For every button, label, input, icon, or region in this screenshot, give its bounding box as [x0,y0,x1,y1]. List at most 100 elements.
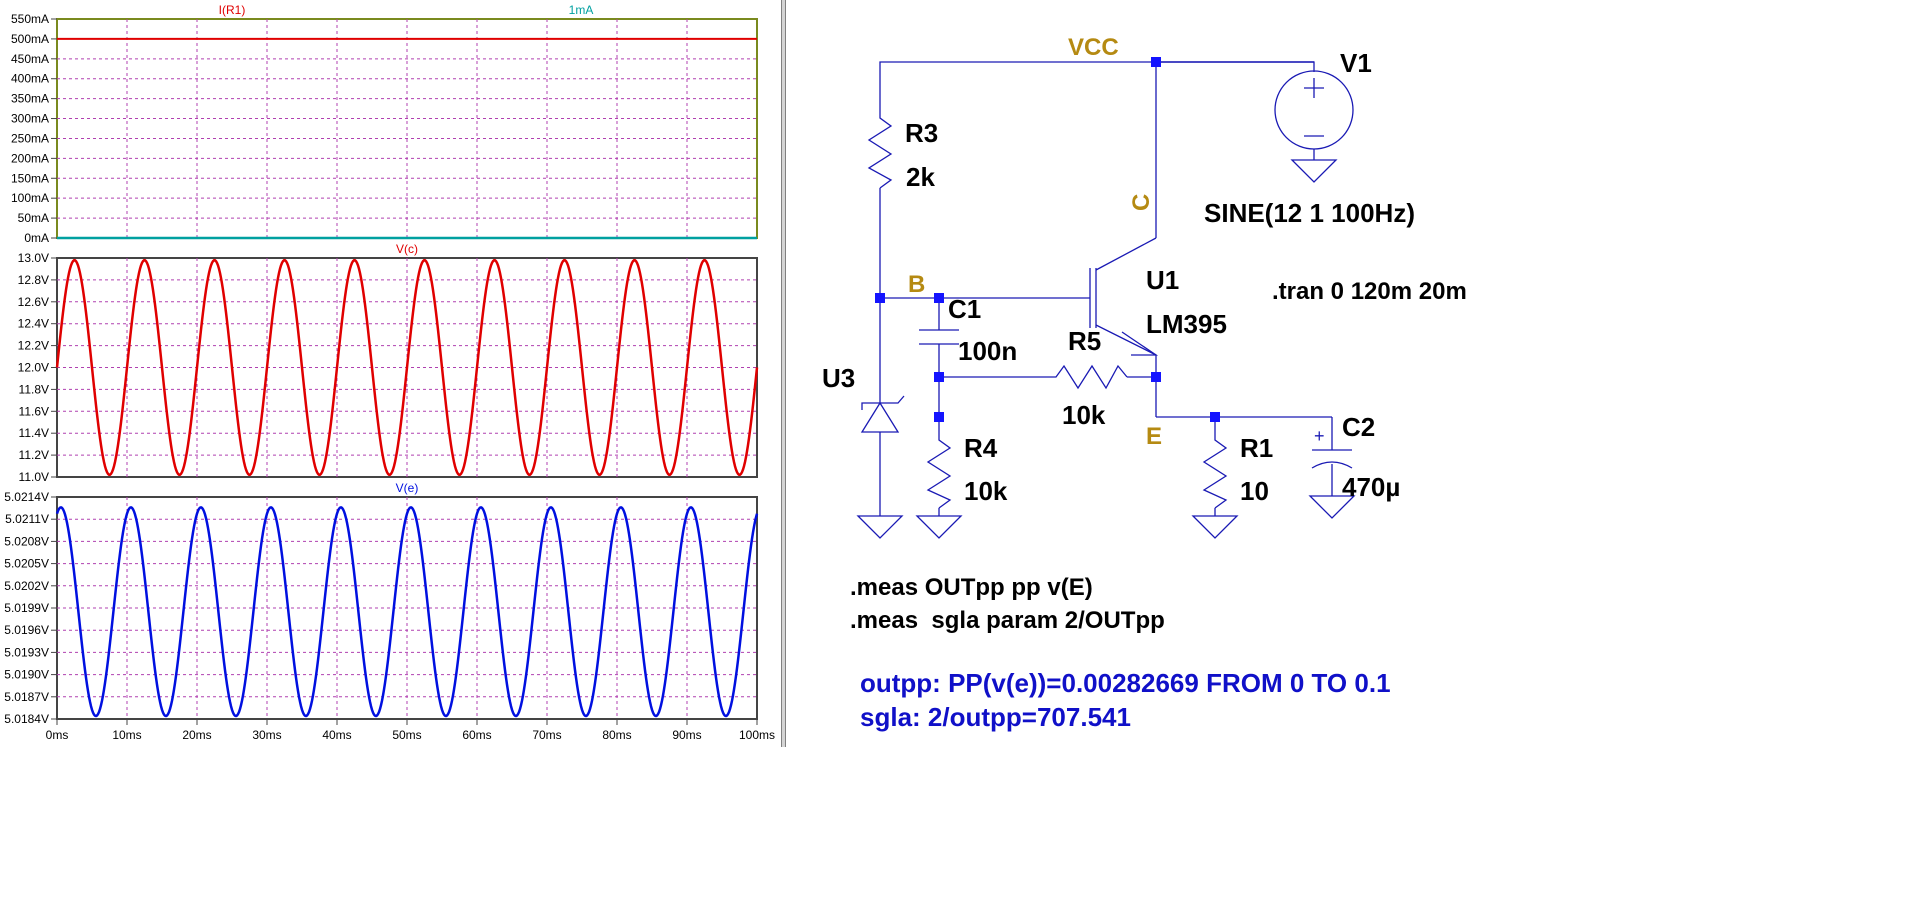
u1-transistor-symbol[interactable] [1089,268,1159,356]
y-tick-label: 12.2V [18,339,49,353]
node-label-e[interactable]: E [1146,423,1162,450]
y-tick-label: 5.0214V [4,490,49,504]
y-tick-label: 0mA [24,231,49,245]
trace-vc [55,259,759,476]
y-tick-label: 11.0V [19,470,49,484]
waveform-plots: 0mA50mA100mA150mA200mA250mA300mA350mA400… [4,3,775,742]
meas-sgla-directive[interactable]: .meas sgla param 2/OUTpp [850,607,1165,634]
node-label-vcc[interactable]: VCC [1068,34,1119,61]
meas-outpp-directive[interactable]: .meas OUTpp pp v(E) [850,574,1093,601]
grid-ve [57,497,757,719]
grid-vc [57,258,757,477]
r3-value[interactable]: 2k [906,162,935,192]
y-tick-label: 11.8V [19,382,49,396]
trace-label-vc[interactable]: V(c) [396,242,418,256]
x-tick-label: 60ms [462,728,491,742]
y-tick-label: 11.2V [19,448,49,462]
r4-name[interactable]: R4 [964,433,998,463]
y-tick-label: 450mA [11,52,49,66]
y-tick-label: 12.0V [18,361,49,375]
plot-pane-ve[interactable]: 5.0184V5.0187V5.0190V5.0193V5.0196V5.019… [4,481,759,726]
y-tick-label: 50mA [18,211,49,225]
u1-value[interactable]: LM395 [1146,309,1227,339]
result-sgla: sgla: 2/outpp=707.541 [860,702,1131,732]
y-tick-label: 5.0187V [4,690,49,704]
y-tick-label: 550mA [11,12,49,26]
y-tick-label: 5.0208V [4,534,49,548]
y-tick-label: 5.0205V [4,557,49,571]
y-tick-label: 500mA [11,32,49,46]
r4-symbol[interactable] [926,432,952,509]
c1-symbol[interactable] [919,329,959,345]
u3-name[interactable]: U3 [822,363,855,393]
y-tick-label: 150mA [11,171,49,185]
c2-plus-mark: + [1314,426,1325,446]
y-tick-label: 12.6V [18,295,49,309]
x-tick-label: 80ms [602,728,631,742]
c1-name[interactable]: C1 [948,294,981,324]
r5-symbol[interactable] [1048,364,1128,390]
ground-c2-icon [1308,495,1356,519]
plot-pane-current[interactable]: 0mA50mA100mA150mA200mA250mA300mA350mA400… [11,3,758,245]
y-ticks-vc: 11.0V 11.2V 11.4V 11.6V 11.8V 12.0V 12.2V 12.4V… [18,251,57,484]
ground-r1-icon [1191,515,1239,539]
y-ticks-current: 0mA50mA100mA150mA200mA250mA300mA350mA400… [11,12,57,245]
y-tick-label: 12.4V [18,317,49,331]
schematic-editor[interactable]: + VCC B E C V1 SI [786,0,1568,747]
u1-name[interactable]: U1 [1146,265,1179,295]
y-tick-label: 11.6V [19,404,49,418]
r3-symbol[interactable] [867,110,893,189]
trace-label-i-r1[interactable]: I(R1) [219,3,246,17]
x-tick-label: 30ms [252,728,281,742]
trace-label-1ma[interactable]: 1mA [569,3,594,17]
x-tick-label: 100ms [739,728,775,742]
grid-current [57,19,757,238]
c2-value[interactable]: 470µ [1342,472,1400,502]
ground-symbols [856,159,1356,539]
v1-value[interactable]: SINE(12 1 100Hz) [1204,198,1415,228]
ground-u3-icon [856,515,904,539]
y-tick-label: 12.8V [18,273,49,287]
y-tick-label: 350mA [11,92,49,106]
r3-name[interactable]: R3 [905,118,938,148]
y-tick-label: 5.0193V [4,645,49,659]
x-tick-label: 0ms [46,728,69,742]
x-tick-label: 10ms [112,728,141,742]
c2-symbol[interactable]: + [1311,426,1353,469]
pane-splitter[interactable] [781,0,786,747]
node-label-c[interactable]: C [1128,194,1155,211]
r5-name[interactable]: R5 [1068,326,1101,356]
c1-value[interactable]: 100n [958,336,1017,366]
y-tick-label: 250mA [11,131,49,145]
plot-pane-vc[interactable]: 11.0V 11.2V 11.4V 11.6V 11.8V 12.0V 12.2V 12.4V… [18,242,759,484]
y-tick-label: 200mA [11,151,49,165]
y-tick-label: 300mA [11,112,49,126]
x-tick-label: 40ms [322,728,351,742]
ground-r4-icon [915,515,963,539]
r5-value[interactable]: 10k [1062,400,1106,430]
y-tick-label: 5.0202V [4,579,49,593]
y-tick-label: 100mA [11,191,49,205]
r1-value[interactable]: 10 [1240,476,1269,506]
x-tick-label: 70ms [532,728,561,742]
v1-source-symbol[interactable] [1274,70,1354,160]
ground-v1-icon [1290,159,1338,183]
u3-zener-symbol[interactable] [860,395,905,433]
y-tick-label: 5.0184V [4,712,49,726]
x-tick-label: 20ms [182,728,211,742]
v1-name[interactable]: V1 [1340,48,1372,78]
trace-label-ve[interactable]: V(e) [396,481,419,495]
y-tick-label: 11.4V [19,426,49,440]
y-ticks-ve: 5.0184V5.0187V5.0190V5.0193V5.0196V5.019… [4,490,57,726]
y-tick-label: 13.0V [18,251,49,265]
r4-value[interactable]: 10k [964,476,1008,506]
r1-symbol[interactable] [1202,432,1228,509]
r1-name[interactable]: R1 [1240,433,1273,463]
c2-name[interactable]: C2 [1342,412,1375,442]
tran-directive[interactable]: .tran 0 120m 20m [1272,278,1467,305]
node-label-b[interactable]: B [908,271,925,298]
junction-dots [875,57,1220,422]
result-outpp: outpp: PP(v(e))=0.00282669 FROM 0 TO 0.1 [860,668,1391,698]
